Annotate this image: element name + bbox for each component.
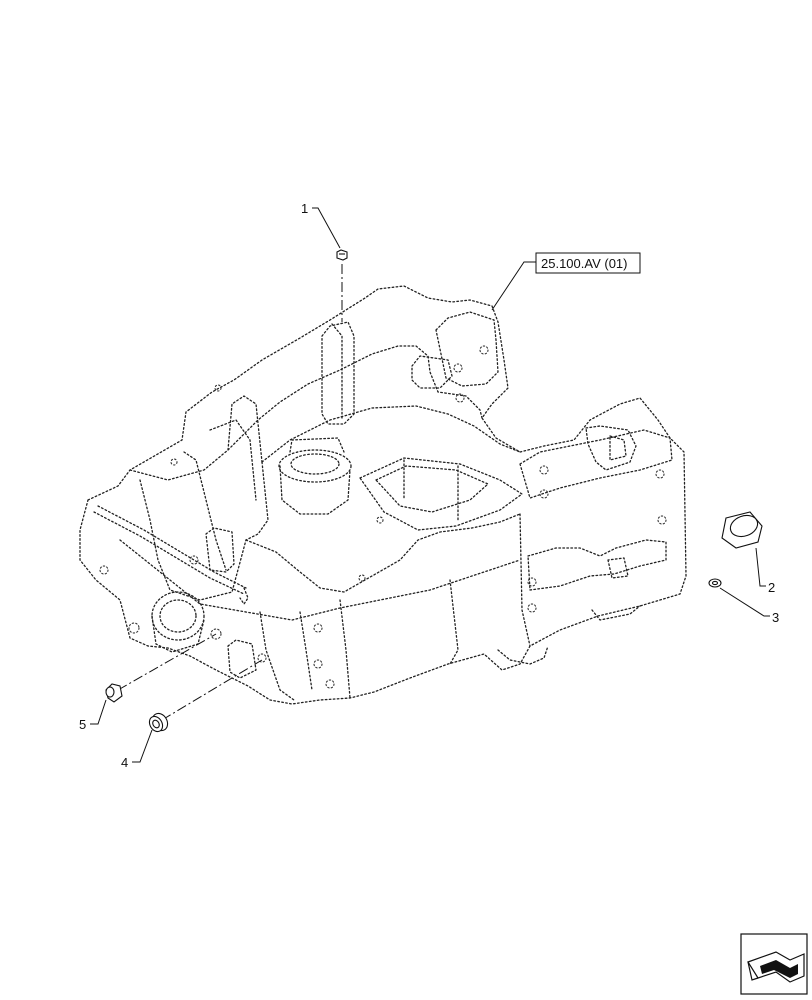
leader-reference bbox=[491, 261, 536, 311]
next-page-arrow-icon[interactable] bbox=[740, 933, 808, 995]
part-1-plug bbox=[336, 249, 348, 261]
part-2-cap bbox=[721, 511, 763, 549]
callout-3: 3 bbox=[772, 610, 779, 625]
callout-1: 1 bbox=[301, 201, 308, 216]
callout-5: 5 bbox=[79, 717, 86, 732]
part-5-plug bbox=[105, 683, 123, 703]
part-4-bushing bbox=[148, 712, 169, 733]
leader-5 bbox=[90, 699, 107, 725]
callout-2: 2 bbox=[768, 580, 775, 595]
reference-label: 25.100.AV (01) bbox=[541, 256, 627, 271]
housing-outline bbox=[79, 285, 687, 705]
part-3-washer bbox=[708, 578, 722, 588]
centerline-part-5 bbox=[117, 633, 217, 691]
leader-1 bbox=[312, 207, 341, 249]
leader-4 bbox=[132, 729, 153, 763]
reference-link[interactable]: 25.100.AV (01) bbox=[535, 252, 641, 274]
leader-2 bbox=[755, 547, 766, 587]
centerline-part-4 bbox=[161, 659, 263, 721]
leader-3 bbox=[719, 587, 770, 617]
callout-4: 4 bbox=[121, 755, 128, 770]
